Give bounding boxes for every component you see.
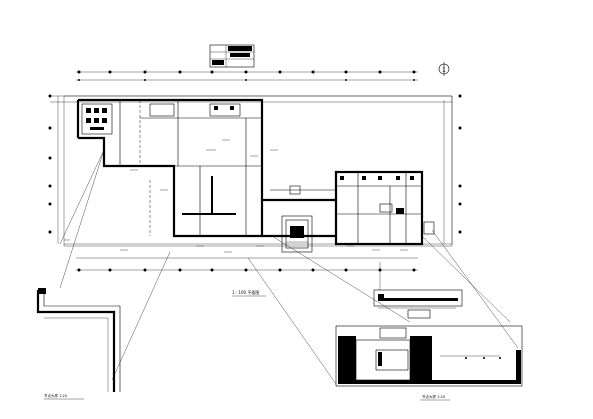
grid-axis-ticks-top: [77, 70, 416, 81]
right-building-walls: [334, 170, 435, 246]
entrance-stair: [281, 215, 313, 253]
grid-axis-ticks-right: [443, 94, 462, 244]
detail-left-wall-section: 节点大样 1:20: [36, 288, 121, 400]
grid-axis-ticks-left: [48, 94, 59, 244]
annotation-marks: [64, 139, 408, 253]
north-arrow-symbol: 1: [438, 62, 450, 76]
detail-wall-strip: [373, 289, 463, 319]
north-label: 1: [442, 67, 446, 74]
detail-left-caption: 节点大样 1:20: [44, 393, 67, 398]
restroom-fixtures: [81, 103, 241, 135]
title-block: [209, 44, 255, 68]
top-dimension-lines: [50, 71, 452, 103]
bottom-dimension-lines: [76, 257, 418, 272]
main-plan-caption-text: 1 : 100 平面图: [232, 289, 259, 295]
detail-right-caption: 节点大样 1:20: [422, 394, 445, 399]
detail-right-section: 节点大样 1:20: [335, 325, 523, 401]
main-building-walls: [76, 98, 264, 238]
detail-leader-lines: [59, 149, 519, 385]
main-plan-caption: 1 : 100 平面图: [232, 289, 266, 297]
